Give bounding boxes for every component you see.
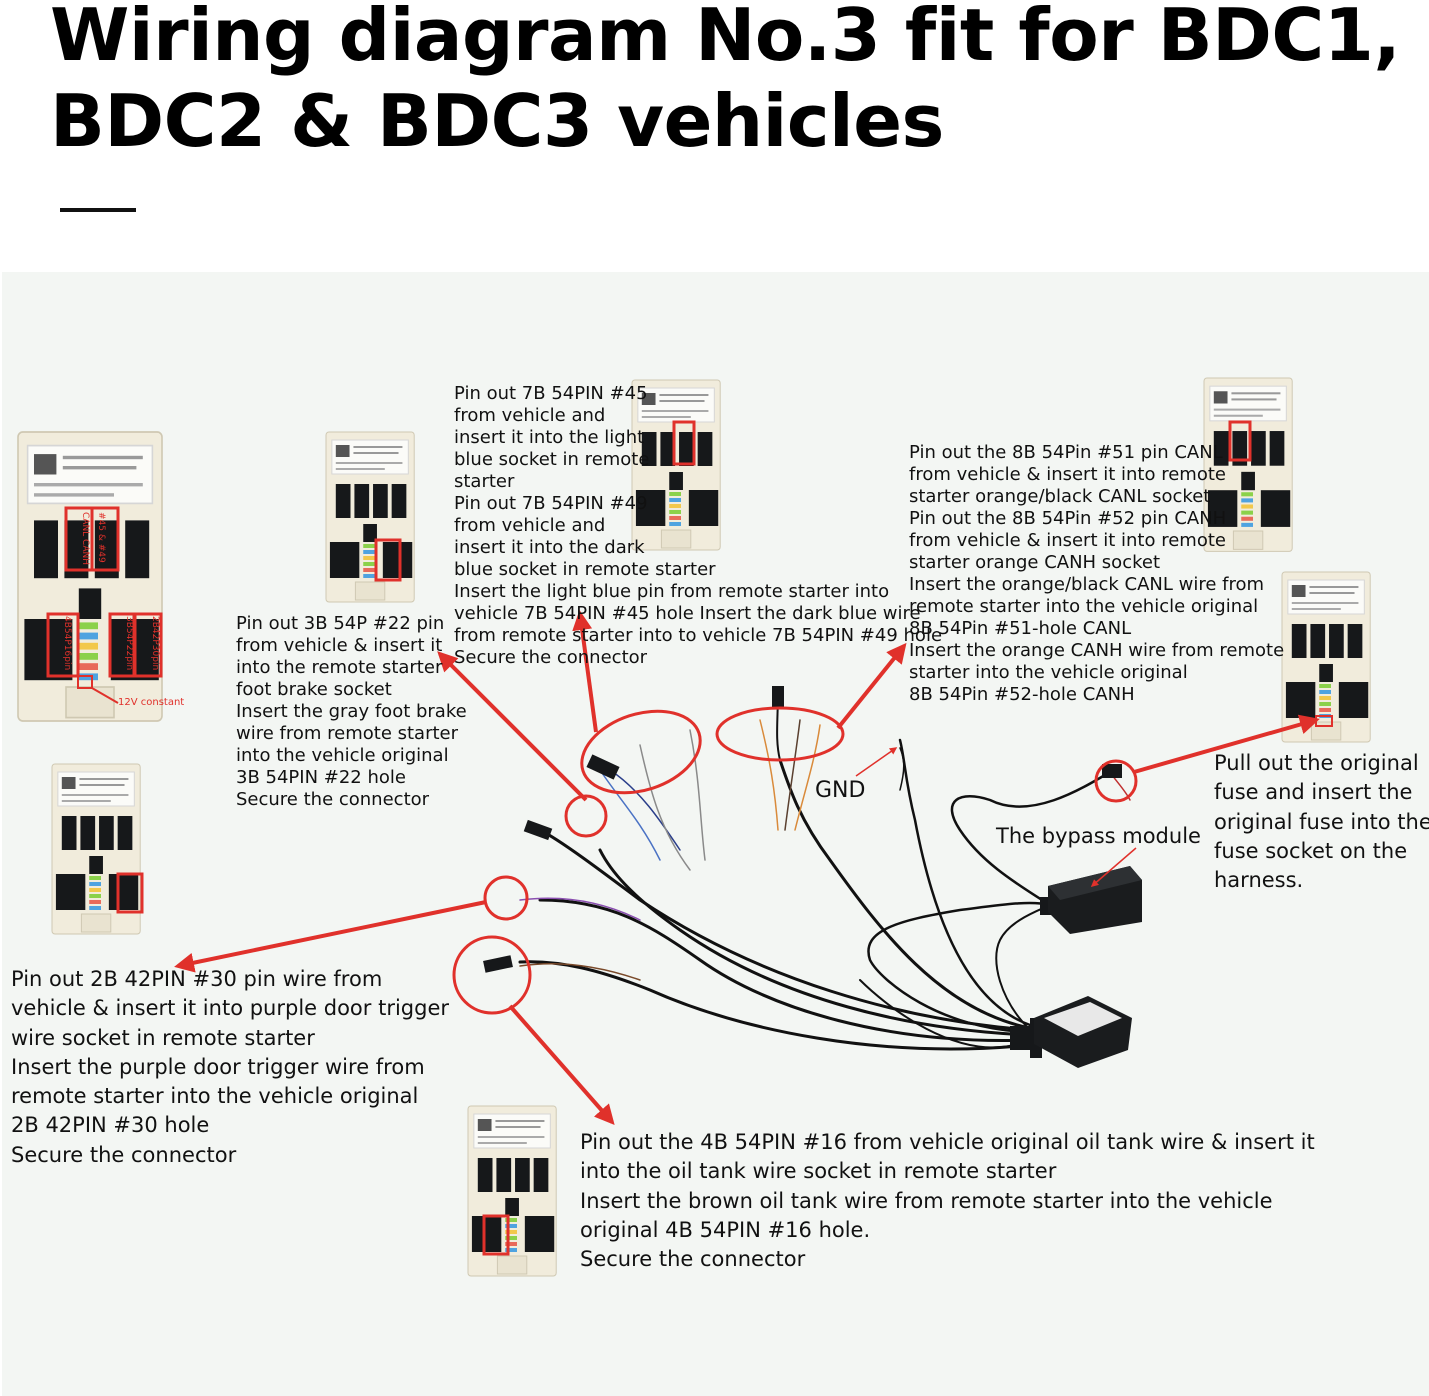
note-line: Insert the orange/black CANL wire from	[909, 574, 1265, 595]
title-line-2: BDC2 & BDC3 vehicles	[50, 79, 944, 163]
note-line: insert it into the light	[454, 427, 645, 448]
note-line: wire socket in remote starter	[11, 1025, 315, 1050]
pointer-arrows-thin	[855, 747, 1137, 887]
gnd-label: GND	[815, 778, 866, 803]
slot-label-3b: 3B54P22pin	[124, 616, 134, 671]
note-line: fuse socket on the	[1214, 838, 1408, 863]
note-line: vehicle 7B 54PIN #45 hole Insert the dar…	[454, 603, 921, 624]
note-line: Pull out the original	[1214, 751, 1419, 775]
page-title: Wiring diagram No.3 fit for BDC1, BDC2 &…	[50, 0, 1401, 164]
bdc-module-8b	[1203, 377, 1293, 552]
note-line: remote starter into the vehicle original	[11, 1084, 419, 1109]
note-line: insert it into the dark	[454, 537, 645, 558]
bdc-module-7b	[631, 379, 721, 551]
note-line: Insert the purple door trigger wire from	[11, 1054, 425, 1079]
bdc-module-large	[17, 431, 163, 722]
note-line: Insert the gray foot brake	[236, 701, 467, 722]
note-line: Secure the connector	[11, 1142, 237, 1167]
bdc-module-4b	[467, 1105, 557, 1277]
note-line: starter	[454, 471, 515, 492]
constant-12v-label: 12V constant	[118, 697, 185, 708]
note-line: from vehicle & insert it into remote	[909, 530, 1226, 551]
note-line: Secure the connector	[454, 647, 648, 668]
note-line: into the vehicle original	[236, 745, 449, 766]
wiring-harness	[518, 689, 1131, 1051]
note-line: Secure the connector	[236, 789, 430, 810]
slot-label-4549: #45 & #49	[96, 512, 106, 563]
note-line: Pin out the 4B 54PIN #16 from vehicle or…	[580, 1130, 1315, 1154]
note-line: Pin out 3B 54P #22 pin	[236, 613, 445, 634]
note-line: Pin out the 8B 54Pin #51 pin CANL	[909, 442, 1223, 463]
note-line: original fuse into the	[1214, 809, 1429, 834]
pointer-arrows	[174, 610, 1320, 1126]
note-line: fuse and insert the	[1214, 780, 1413, 805]
note-line: from vehicle & insert it	[236, 635, 443, 656]
note-line: from vehicle and	[454, 405, 606, 426]
note-pin-4b: Pin out the 4B 54PIN #16 from vehicle or…	[580, 1128, 1315, 1274]
title-underline	[60, 208, 136, 212]
note-line: harness.	[1214, 868, 1304, 893]
bypass-module-box	[1048, 866, 1142, 934]
note-pin-3b: Pin out 3B 54P #22 pin from vehicle & in…	[236, 613, 467, 811]
note-line: vehicle & insert it into purple door tri…	[11, 996, 449, 1021]
note-line: 2B 42PIN #30 hole	[11, 1113, 210, 1138]
note-line: into the oil tank wire socket in remote …	[580, 1159, 1057, 1184]
note-line: starter orange/black CANL socket	[909, 486, 1211, 507]
note-line: Secure the connector	[580, 1247, 806, 1272]
note-line: from remote starter into to vehicle 7B 5…	[454, 625, 943, 646]
remote-starter-box	[1034, 996, 1132, 1068]
note-pin-7b: Pin out 7B 54PIN #45 from vehicle and in…	[454, 383, 942, 669]
bdc-module-fuse	[1281, 571, 1371, 743]
note-line: original 4B 54PIN #16 hole.	[580, 1217, 871, 1242]
note-line: wire from remote starter	[236, 723, 459, 744]
note-line: starter orange CANH socket	[909, 552, 1160, 573]
note-line: from vehicle & insert it into remote	[909, 464, 1226, 485]
note-line: starter into the vehicle original	[909, 662, 1188, 683]
note-fuse: Pull out the original fuse and insert th…	[1214, 749, 1429, 895]
note-line: remote starter into the vehicle original	[909, 596, 1259, 617]
note-line: from vehicle and	[454, 515, 606, 536]
note-line: foot brake socket	[236, 679, 392, 700]
note-line: Pin out 7B 54PIN #49	[454, 493, 648, 514]
bdc-module-2b	[51, 763, 144, 935]
title-line-1: Wiring diagram No.3 fit for BDC1,	[50, 0, 1401, 77]
note-line: Insert the brown oil tank wire from remo…	[580, 1188, 1273, 1213]
slot-label-4b: 4B54P16pin	[62, 616, 72, 671]
bdc-module-3b	[325, 431, 415, 603]
note-line: 3B 54PIN #22 hole	[236, 767, 406, 788]
note-pin-8b: Pin out the 8B 54Pin #51 pin CANL from v…	[909, 442, 1284, 706]
bypass-module-label: The bypass module	[996, 824, 1201, 848]
note-line: Insert the light blue pin from remote st…	[454, 581, 890, 602]
note-line: Pin out 2B 42PIN #30 pin wire from	[11, 967, 383, 991]
note-line: Pin out the 8B 54Pin #52 pin CANH	[909, 508, 1227, 529]
slot-label-can: CANL CANH	[80, 512, 90, 565]
note-line: Pin out 7B 54PIN #45	[454, 383, 648, 404]
slot-label-2b: 2B42P30pin	[150, 616, 160, 671]
note-pin-2b: Pin out 2B 42PIN #30 pin wire from vehic…	[11, 965, 449, 1170]
note-line: into the remote starter	[236, 657, 443, 678]
note-line: blue socket in remote	[454, 449, 650, 470]
note-line: 8B 54Pin #51-hole CANL	[909, 618, 1132, 639]
note-line: Insert the orange CANH wire from remote	[909, 640, 1285, 661]
note-line: 8B 54Pin #52-hole CANH	[909, 684, 1135, 705]
highlight-ellipses	[452, 706, 1138, 1015]
note-line: blue socket in remote starter	[454, 559, 716, 580]
harness-connectors	[483, 686, 1122, 1058]
